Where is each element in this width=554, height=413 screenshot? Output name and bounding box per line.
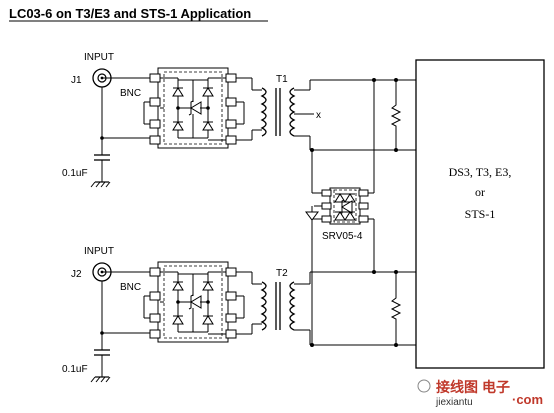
- diagram-title: LC03-6 on T3/E3 and STS-1 Application: [9, 6, 251, 21]
- lc03-6-package-1: [150, 68, 236, 148]
- termination-resistor-1: [391, 94, 401, 136]
- jack-label-2: J2: [71, 269, 82, 280]
- watermark-url: jiexiantu: [435, 397, 473, 408]
- watermark-brand: 接线图: [436, 379, 478, 395]
- channel-2: INPUT J2 BNC 0.1uF T2: [62, 219, 416, 383]
- no-connect-mark: x: [316, 110, 321, 121]
- transformer-label-1: T1: [276, 74, 288, 85]
- srv05-4-protector: SRV05-4: [305, 187, 374, 242]
- device-label-line3: STS-1: [465, 207, 496, 221]
- input-label-1: INPUT: [84, 52, 114, 63]
- transformer-label-2: T2: [276, 268, 288, 279]
- termination-resistor-2: [391, 287, 401, 329]
- ground-icon: [90, 181, 111, 188]
- transformer-1: [261, 87, 295, 137]
- channel-1: INPUT J1 BNC 0.1uF T1: [62, 52, 416, 193]
- bnc-label-1: BNC: [120, 88, 141, 99]
- bnc-label-2: BNC: [120, 282, 141, 293]
- device-label-line1: DS3, T3, E3,: [449, 165, 512, 179]
- ground-icon: [90, 376, 111, 383]
- input-label-2: INPUT: [84, 246, 114, 257]
- watermark-suffix: ·com: [512, 392, 543, 407]
- cap-label-1: 0.1uF: [62, 168, 88, 179]
- watermark: 接线图 电子 ·com jiexiantu: [417, 379, 543, 408]
- device-label-line2: or: [475, 185, 485, 199]
- protector-label: SRV05-4: [322, 231, 363, 242]
- line-interface-device: DS3, T3, E3, or STS-1: [415, 59, 545, 369]
- cap-label-2: 0.1uF: [62, 364, 88, 375]
- lc03-6-package-2: [150, 262, 236, 342]
- transformer-2: [261, 281, 295, 331]
- watermark-tag: 电子: [482, 379, 510, 395]
- jack-label-1: J1: [71, 75, 82, 86]
